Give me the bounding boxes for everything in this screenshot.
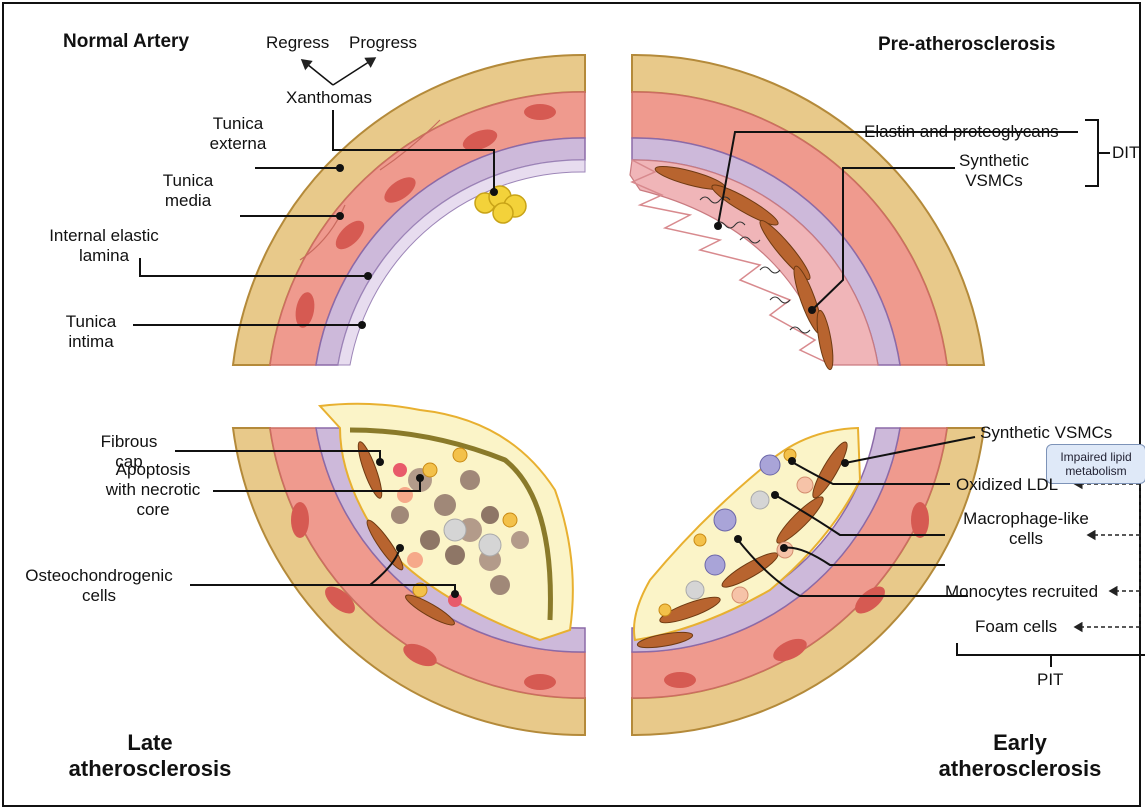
synthetic-vsmcs-label: Synthetic VSMCs <box>952 151 1036 191</box>
oxidized-ldl-label: Oxidized LDL <box>956 475 1058 495</box>
media-cell <box>911 502 929 538</box>
pit-bracket <box>957 643 1145 667</box>
late-atherosclerosis-title: Late atherosclerosis <box>30 730 270 782</box>
tunica-externa-line1: Tunica <box>198 114 278 134</box>
late-title-line2: atherosclerosis <box>30 756 270 782</box>
impaired-lipid-line1: Impaired lipid <box>1047 450 1145 464</box>
media-cell <box>524 674 556 690</box>
early-title-line1: Early <box>915 730 1125 756</box>
synthetic-vsmcs-early-label: Synthetic VSMCs <box>980 423 1112 443</box>
dit-bracket <box>1085 120 1110 186</box>
apoptosis-line1: Apoptosis <box>97 460 209 480</box>
monocytes-recruited-label: Monocytes recruited <box>945 582 1098 602</box>
synthetic-vsmcs-line1: Synthetic <box>952 151 1036 171</box>
foam-cells-label: Foam cells <box>975 617 1057 637</box>
tunica-intima-line1: Tunica <box>53 312 129 332</box>
macrophage-line1: Macrophage-like <box>960 509 1092 529</box>
apoptosis-line3: core <box>97 500 209 520</box>
tunica-media-label: Tunica media <box>148 171 228 211</box>
late-title-line1: Late <box>30 730 270 756</box>
early-atherosclerosis-title: Early atherosclerosis <box>915 730 1125 782</box>
regress-label: Regress <box>266 33 329 53</box>
osteochondrogenic-line1: Osteochondrogenic <box>18 566 180 586</box>
early-title-line2: atherosclerosis <box>915 756 1125 782</box>
osteochondrogenic-line2: cells <box>18 586 180 606</box>
late-atherosclerosis-section <box>175 404 585 735</box>
tunica-externa-label: Tunica externa <box>198 114 278 154</box>
media-cell <box>291 502 309 538</box>
progress-label: Progress <box>349 33 417 53</box>
pre-atherosclerosis-section <box>630 55 1110 371</box>
macrophage-like-cells-label: Macrophage-like cells <box>960 509 1092 549</box>
pre-atherosclerosis-title: Pre-atherosclerosis <box>878 33 1055 57</box>
regress-arrow <box>302 60 333 85</box>
tunica-externa-line2: externa <box>198 134 278 154</box>
tunica-media-line2: media <box>148 191 228 211</box>
progress-arrow <box>333 58 375 85</box>
tunica-intima-line2: intima <box>53 332 129 352</box>
media-cell <box>524 104 556 120</box>
dit-label: DIT <box>1112 143 1139 163</box>
pit-label: PIT <box>1037 670 1063 690</box>
normal-artery-title: Normal Artery <box>63 30 189 54</box>
synthetic-vsmcs-line2: VSMCs <box>952 171 1036 191</box>
tunica-intima-label: Tunica intima <box>53 312 129 352</box>
internal-elastic-lamina-line1: Internal elastic <box>36 226 172 246</box>
macrophage-line2: cells <box>960 529 1092 549</box>
impaired-lipid-metabolism-box: Impaired lipid metabolism <box>1046 444 1145 484</box>
media-cell <box>664 672 696 688</box>
elastin-proteoglycans-label: Elastin and proteoglycans <box>864 122 1059 142</box>
impaired-lipid-line2: metabolism <box>1047 464 1145 478</box>
fibrous-cap-line1: Fibrous <box>86 432 172 452</box>
impaired-lipid-arrows <box>1075 484 1140 627</box>
internal-elastic-lamina-label: Internal elastic lamina <box>36 226 172 266</box>
tunica-media-line1: Tunica <box>148 171 228 191</box>
internal-elastic-lamina-line2: lamina <box>36 246 172 266</box>
xanthomas-label: Xanthomas <box>286 88 372 108</box>
osteochondrogenic-label: Osteochondrogenic cells <box>18 566 180 606</box>
apoptosis-line2: with necrotic <box>97 480 209 500</box>
apoptosis-label: Apoptosis with necrotic core <box>97 460 209 520</box>
